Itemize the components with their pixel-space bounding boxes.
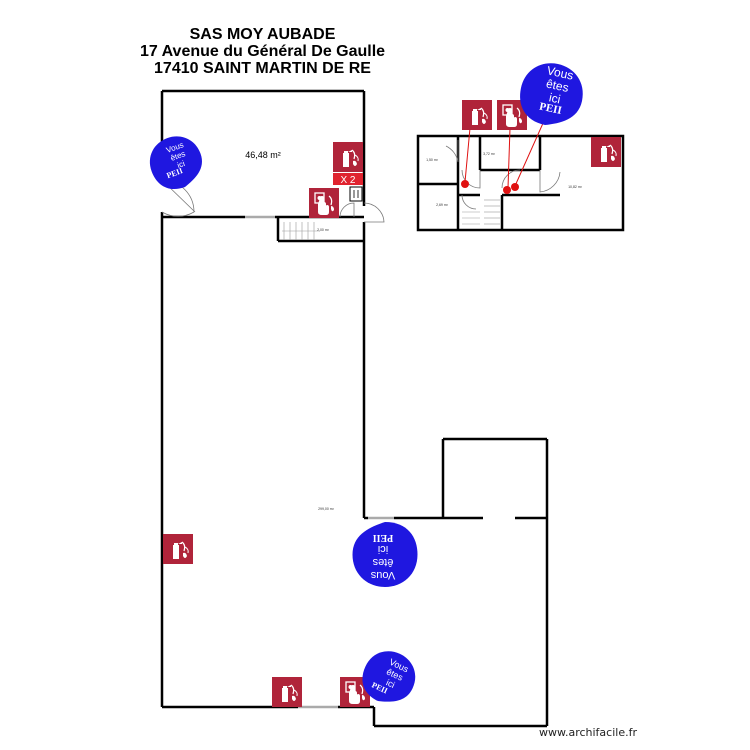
stair-main [282, 222, 320, 240]
stair-annex [462, 199, 500, 225]
svg-text:Vous: Vous [370, 569, 395, 581]
fire-extinguisher-icon [461, 99, 493, 131]
fire-extinguisher-icon [332, 141, 364, 173]
title-address: 17 Avenue du Général De Gaulle [139, 43, 386, 60]
svg-text:ici: ici [385, 677, 397, 690]
title-city: 17410 SAINT MARTIN DE RE [154, 60, 371, 77]
room-area-stair: 2,00 m² [317, 228, 330, 232]
watermark: www.archifacile.fr [538, 726, 637, 739]
svg-text:êtes: êtes [372, 556, 393, 568]
room-area-warehouse: 299,00 m² [318, 507, 335, 511]
room-area-annex-1: 1,50 m² [426, 158, 439, 162]
fire-extinguisher-icon [590, 136, 622, 168]
you-are-here-marker-3: Vous êtes ici PEII [352, 522, 418, 587]
location-dots [461, 180, 519, 194]
door-swings-annex [445, 140, 561, 210]
fire-alarm-button-icon [308, 187, 340, 219]
you-are-here-marker-2: Vous êtes ici PEII [514, 57, 589, 132]
room-area-office: 46,48 m² [245, 150, 281, 160]
you-are-here-marker-4: Vous êtes ici PEII [354, 642, 424, 712]
room-area-annex-4: 2,69 m² [436, 203, 449, 207]
electric-panel [349, 186, 363, 202]
fire-extinguisher-icon [271, 676, 303, 708]
svg-text:ici: ici [548, 90, 562, 106]
fire-extinguisher-icon [162, 533, 194, 565]
svg-text:êtes: êtes [545, 77, 570, 95]
room-area-annex-2: 3,72 m² [483, 152, 496, 156]
room-area-annex-3: 10,82 m² [568, 185, 583, 189]
svg-text:ici: ici [176, 159, 186, 170]
svg-text:Vous: Vous [546, 63, 575, 82]
main-building-walls [160, 89, 549, 728]
quantity-badge-text: X 2 [340, 175, 355, 186]
quantity-badge [333, 173, 363, 185]
title-company: SAS MOY AUBADE [189, 26, 336, 43]
you-are-here-marker-1: Vous êtes ici PEII [142, 129, 210, 196]
wall-openings [245, 215, 394, 709]
svg-text:PEII: PEII [373, 532, 394, 543]
svg-text:ici: ici [378, 543, 388, 555]
svg-text:PEII: PEII [538, 101, 563, 117]
